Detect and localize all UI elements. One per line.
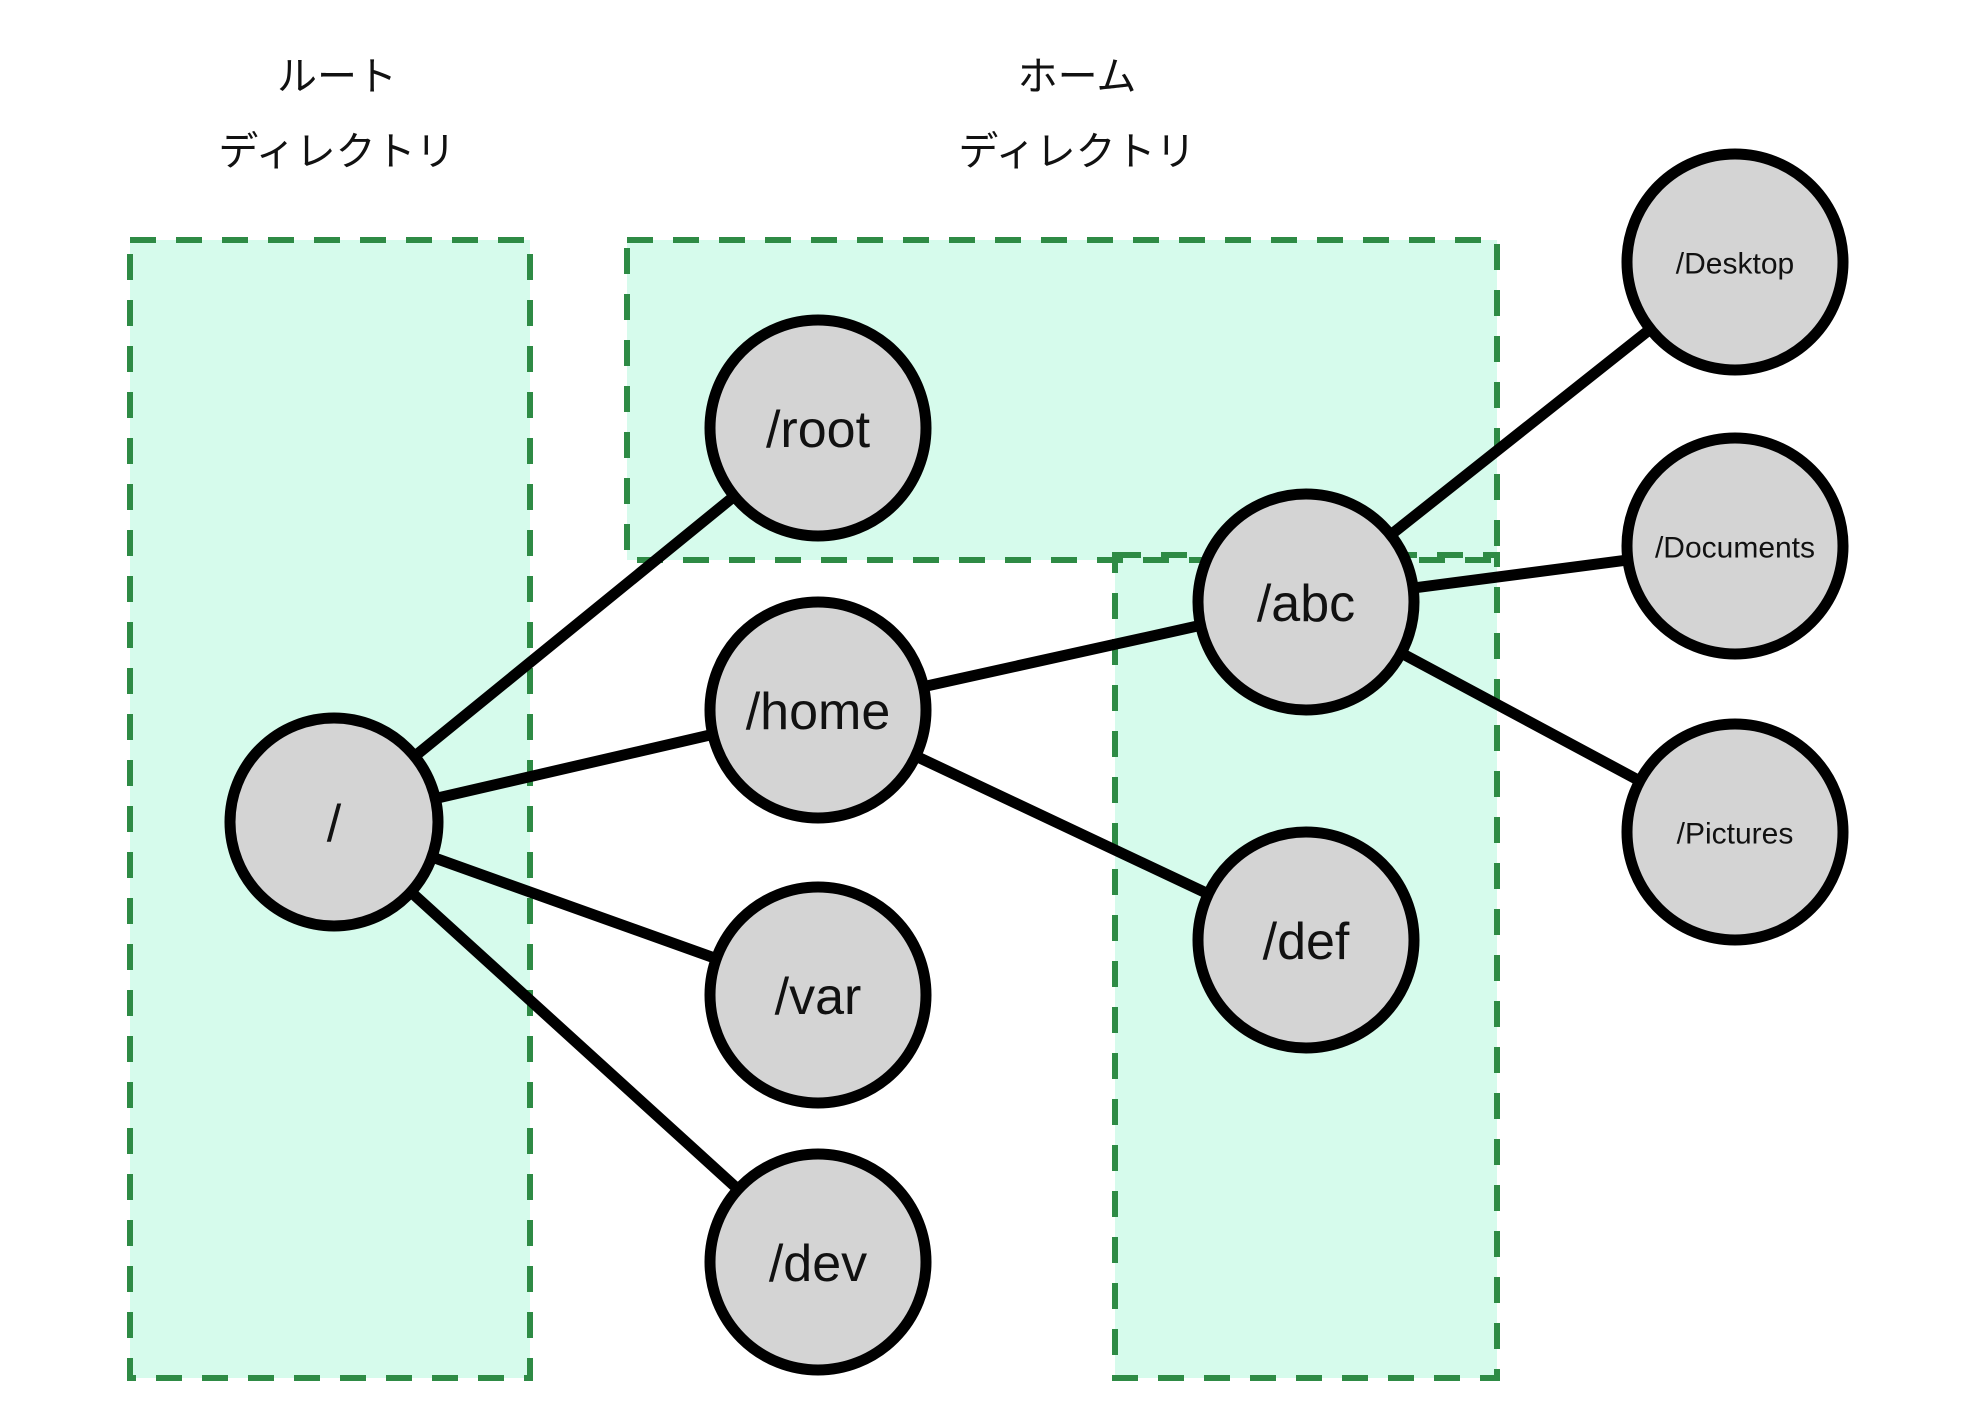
home-directory-caption-line2: ディレクトリ [958, 130, 1195, 174]
node-home-circle[interactable] [704, 596, 932, 824]
node-desktop-circle[interactable] [1621, 148, 1849, 376]
edge-root-to-home [423, 727, 725, 806]
node-documents-circle[interactable] [1621, 432, 1849, 660]
root-directory-region-border [127, 237, 533, 1381]
home-directory-caption-line1: ホーム [1018, 55, 1137, 99]
edge-root-to-var [420, 849, 728, 967]
node-documents[interactable]: /Documents [1621, 432, 1849, 660]
node-dev-circle[interactable] [704, 1148, 932, 1376]
node-var-circle[interactable] [704, 881, 932, 1109]
node-pictures[interactable]: /Pictures [1621, 718, 1849, 946]
edges-layer [401, 319, 1661, 1199]
node-root-circle[interactable] [224, 712, 444, 932]
regions-layer [127, 237, 1500, 1381]
node-dev[interactable]: /dev [704, 1148, 932, 1376]
node-home[interactable]: /home [704, 596, 932, 824]
node-pictures-circle[interactable] [1621, 718, 1849, 946]
edge-root-to-dev [401, 882, 749, 1199]
node-root-dir-circle[interactable] [704, 314, 932, 542]
edge-abc-to-pictures [1390, 644, 1651, 790]
node-root-dir[interactable]: /root [704, 314, 932, 542]
home-directory-region-upper-border [624, 237, 1500, 563]
root-directory-caption-line1: ルート [277, 55, 397, 99]
root-directory-caption-line2: ディレクトリ [218, 130, 455, 174]
edge-home-to-abc [912, 618, 1212, 694]
node-abc[interactable]: /abc [1192, 488, 1420, 716]
node-desktop[interactable]: /Desktop [1621, 148, 1849, 376]
node-def-circle[interactable] [1192, 826, 1420, 1054]
edge-abc-to-desktop [1380, 319, 1661, 545]
edge-root-to-rootdir [404, 486, 745, 766]
edge-home-to-def [904, 747, 1220, 903]
node-def[interactable]: /def [1192, 826, 1420, 1054]
node-root[interactable]: / [224, 712, 444, 932]
node-abc-circle[interactable] [1192, 488, 1420, 716]
edge-abc-to-documents [1401, 553, 1640, 595]
node-var[interactable]: /var [704, 881, 932, 1109]
